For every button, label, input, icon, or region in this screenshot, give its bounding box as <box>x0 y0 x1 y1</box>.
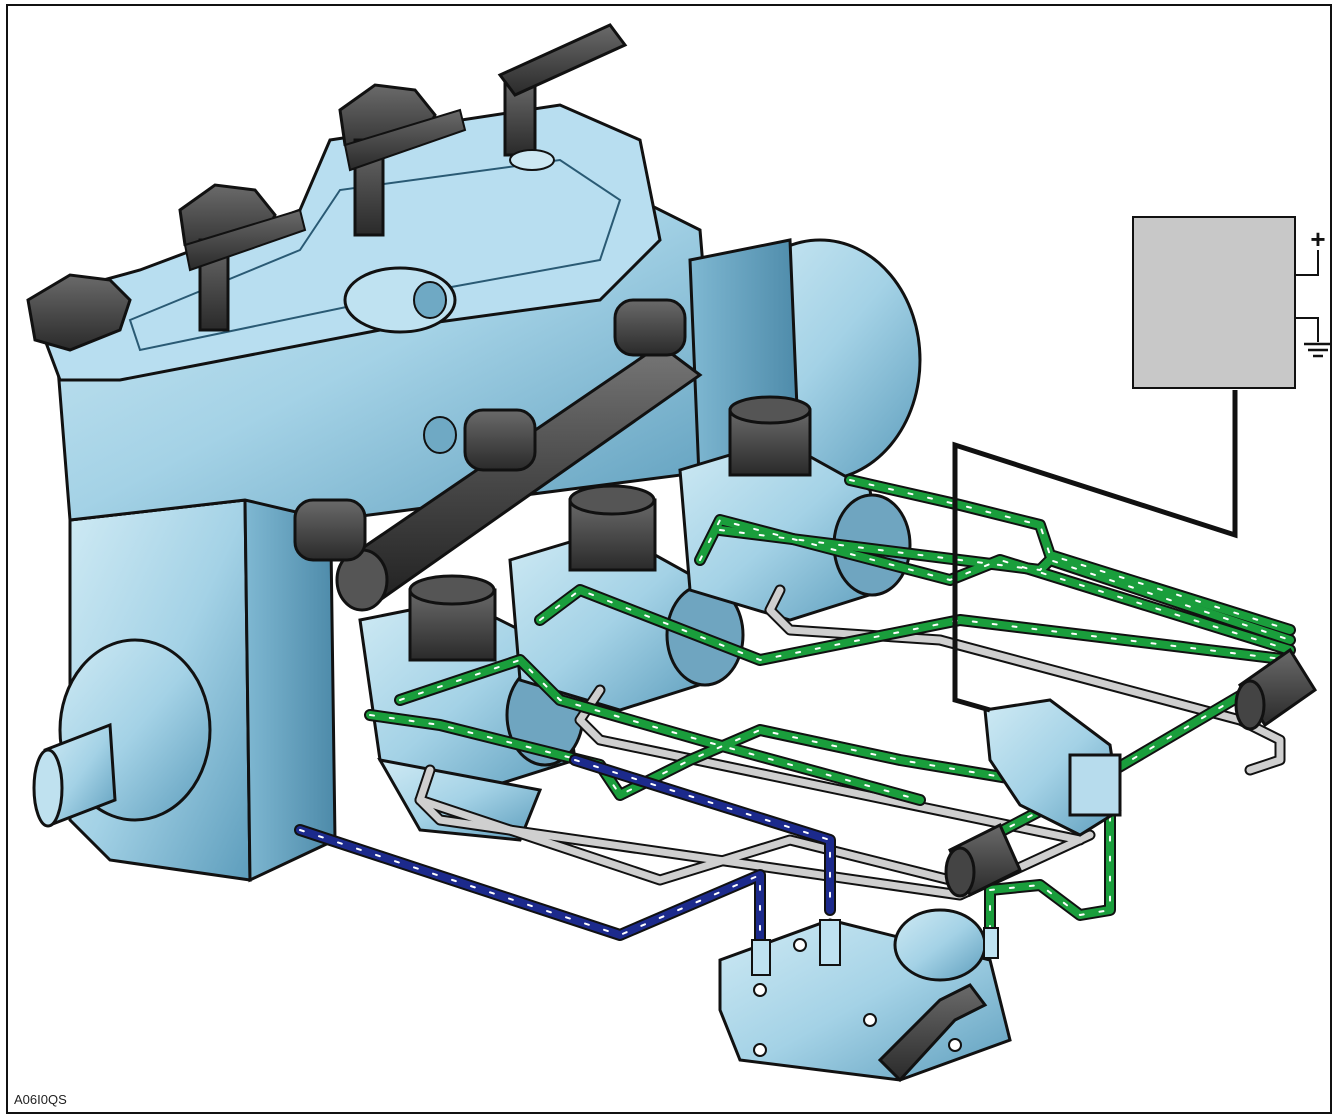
fuel-filter-left <box>944 822 1022 898</box>
figure-reference-code: A06I0QS <box>14 1092 67 1107</box>
positive-terminal-label: + <box>1310 224 1325 254</box>
throttle-body-2 <box>508 484 745 712</box>
ground-lead <box>1295 317 1319 342</box>
terminal-positive: + <box>1310 224 1325 254</box>
fuel-rail <box>335 343 703 612</box>
fuel-filter-right <box>1234 647 1318 731</box>
throttle-mount <box>377 757 543 842</box>
fuel-injectors <box>293 298 687 562</box>
spark-plug-cap-3 <box>338 83 467 237</box>
positive-lead <box>1295 250 1319 276</box>
output-shaft <box>32 638 212 828</box>
spark-plug-cap-1 <box>26 273 132 352</box>
spark-plug-cap-2 <box>178 183 307 332</box>
control-module <box>1132 216 1296 389</box>
fuel-supply-lines <box>364 474 1296 936</box>
pressure-regulator <box>983 698 1122 837</box>
wiring <box>952 250 1319 713</box>
engine <box>26 23 922 883</box>
module-wire <box>952 390 1238 713</box>
spark-plug-cap-4 <box>497 23 628 171</box>
fuel-pump <box>718 908 1012 1083</box>
ground-icon <box>1304 342 1332 358</box>
pulse-lines <box>294 754 836 946</box>
